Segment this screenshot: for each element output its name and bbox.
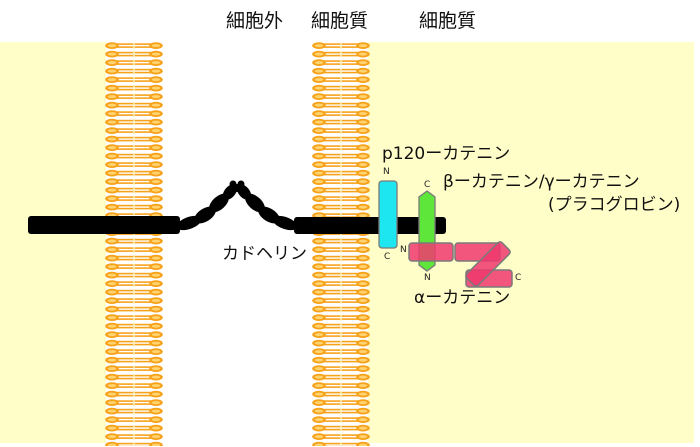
cytoplasm-right-label: 細胞質 bbox=[419, 10, 477, 32]
p120-catenin-label: p120ーカテニン bbox=[382, 144, 511, 164]
extracellular-label: 細胞外 bbox=[226, 10, 284, 32]
plakoglobin-label: (プラコグロビン) bbox=[548, 195, 681, 215]
beta-gamma-catenin-label: βーカテニン/γーカテニン bbox=[443, 172, 640, 192]
p120-n-terminal: N bbox=[383, 167, 390, 177]
alpha-c-terminal: C bbox=[515, 273, 522, 283]
alpha-n-terminal: N bbox=[400, 245, 407, 255]
alpha-catenin-shape bbox=[408, 241, 513, 288]
alpha-catenin-label: αーカテニン bbox=[414, 288, 511, 308]
membrane-right bbox=[312, 42, 370, 446]
p120-c-terminal: C bbox=[384, 252, 391, 262]
beta-n-terminal: N bbox=[424, 273, 431, 283]
cadherin-label: カドヘリン bbox=[222, 244, 307, 264]
membrane-left bbox=[105, 42, 163, 446]
cadherin-right-transmembrane bbox=[294, 217, 446, 234]
cytoplasm-left-bg bbox=[0, 42, 106, 443]
cadherin-extracellular-domains bbox=[176, 180, 298, 231]
beta-c-terminal: C bbox=[424, 180, 431, 190]
cadherin-left-transmembrane bbox=[28, 216, 180, 234]
cytoplasm-left-label: 細胞質 bbox=[311, 10, 369, 32]
p120-catenin-shape bbox=[378, 180, 398, 249]
